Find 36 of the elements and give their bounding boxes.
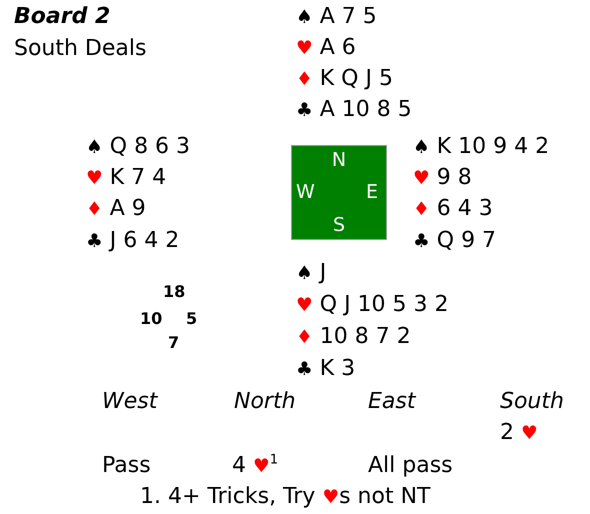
board-title: Board 2 [14,4,110,30]
seat-header: East [368,389,416,415]
card-holding: ♦ 6 4 3 [413,196,493,223]
point-count: 7 [168,334,180,352]
dealer-text: South Deals [14,36,146,62]
auction-bid: 2 ♥ [500,420,538,447]
compass-direction: E [366,181,378,203]
card-holding: ♥ Q J 10 5 3 2 [296,292,449,319]
compass-direction: S [332,214,346,236]
card-holding: ♠ K 10 9 4 2 [413,134,550,161]
card-holding: ♣ K 3 [296,356,356,383]
auction-bid: Pass [102,453,151,479]
card-holding: ♥ K 7 4 [86,165,166,192]
card-holding: ♦ A 9 [86,196,146,223]
auction-bid: All pass [368,453,453,479]
card-holding: ♣ A 10 8 5 [296,97,412,124]
card-holding: ♠ J [296,260,326,287]
card-holding: ♠ Q 8 6 3 [86,134,190,161]
seat-header: West [102,389,158,415]
footnote: 1. 4+ Tricks, Try ♥s not NT [140,484,430,511]
compass-direction: N [332,149,346,171]
card-holding: ♣ J 6 4 2 [86,228,180,255]
seat-header: South [500,389,564,415]
auction-bid: 4 ♥$^{1}$ [232,453,278,480]
point-count: 5 [186,310,198,328]
card-holding: ♦ 10 8 7 2 [296,324,411,351]
card-holding: ♦ K Q J 5 [296,66,393,93]
card-holding: ♠ A 7 5 [296,4,377,31]
card-holding: ♥ A 6 [296,35,356,62]
card-holding: ♥ 9 8 [413,165,472,192]
point-count: 10 [140,310,162,328]
compass-direction: W [296,181,315,203]
seat-header: North [234,389,296,415]
compass-table [291,145,387,240]
card-holding: ♣ Q 9 7 [413,228,496,255]
point-count: 18 [163,283,186,301]
